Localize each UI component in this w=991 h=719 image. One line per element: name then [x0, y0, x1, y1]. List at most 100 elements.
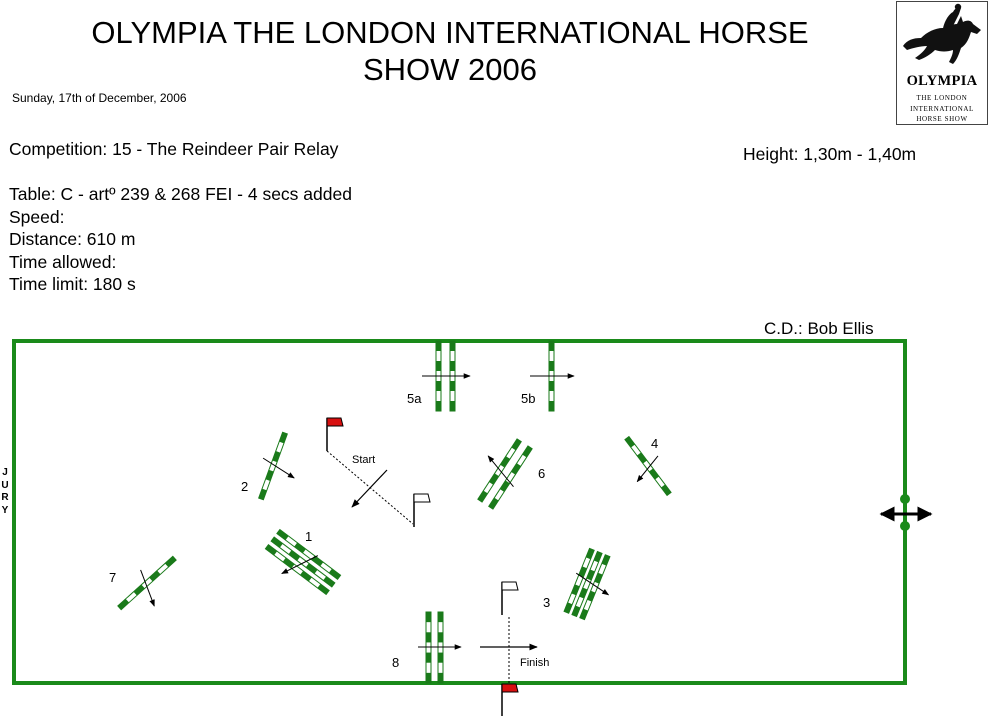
pole-stripe: [488, 497, 499, 510]
pole-stripe: [436, 361, 441, 371]
obstacle-1: [264, 528, 342, 596]
obstacle-number: 8: [392, 655, 399, 670]
pole-stripe: [294, 542, 306, 554]
obstacle-pole: [258, 431, 288, 501]
pole-stripe: [579, 608, 589, 620]
pole-stripe: [426, 672, 431, 683]
pole-stripe: [164, 556, 177, 568]
jump-direction-arrow: [140, 569, 155, 607]
gate-post: [900, 521, 910, 531]
obstacle-5b: 5b: [521, 340, 575, 412]
pole-stripe: [594, 572, 603, 584]
pole-stripe: [426, 652, 431, 663]
gate-post: [900, 494, 910, 504]
pole-stripe: [593, 551, 603, 563]
time-allowed-info: Time allowed:: [9, 252, 117, 272]
obstacle-number: 6: [538, 466, 545, 481]
pole-stripe: [549, 341, 554, 351]
pole-stripe: [489, 473, 499, 485]
jump-direction-arrow: [575, 572, 610, 596]
obstacle-number: 5a: [407, 391, 422, 406]
pole-stripe: [636, 452, 647, 464]
jump-direction-arrow: [636, 455, 659, 483]
obstacle-8: 8: [392, 611, 462, 684]
title-line-2: SHOW 2006: [362, 52, 537, 87]
pole-stripe: [323, 576, 335, 587]
obstacle-number: 3: [543, 595, 550, 610]
pole-stripe: [585, 548, 595, 560]
pole-stripe: [564, 602, 573, 614]
pole-stripe: [587, 590, 596, 602]
pole-stripe: [426, 612, 431, 623]
pole-stripe: [282, 557, 295, 569]
red-flag-icon: [326, 417, 344, 427]
finish-line: Finish: [480, 581, 549, 716]
pole-stripe: [438, 672, 443, 683]
arena-boundary: [12, 339, 907, 685]
jury-letter: Y: [1, 504, 9, 516]
start-line: Start: [326, 417, 431, 527]
logo-subtitle-3: HORSE SHOW: [916, 115, 968, 123]
pole-stripe: [438, 652, 443, 663]
pole-stripe: [305, 563, 318, 574]
page-title: OLYMPIA THE LONDON INTERNATIONAL HORSE S…: [40, 14, 860, 88]
pole-stripe: [549, 381, 554, 391]
pole-stripe: [271, 537, 283, 548]
pole-stripe: [477, 490, 488, 503]
white-flag-icon: [413, 493, 431, 503]
pole-stripe: [276, 529, 289, 541]
obstacle-3: [563, 547, 611, 621]
pole-stripe: [133, 584, 145, 596]
jury-label: J U R Y: [0, 467, 10, 517]
obstacle-pole: [624, 435, 672, 497]
exit-gate: [879, 494, 933, 531]
time-limit-info: Time limit: 180 s: [9, 274, 136, 294]
jump-direction-arrow: [281, 555, 319, 574]
jury-letter: R: [1, 492, 9, 503]
height-info: Height: 1,30m - 1,40m: [743, 144, 917, 164]
pole-stripe: [438, 612, 443, 623]
pole-stripe: [624, 436, 635, 448]
competition-name: Competition: 15 - The Reindeer Pair Rela…: [9, 139, 339, 159]
jump-direction-arrow: [487, 455, 514, 487]
obstacle-number: 7: [109, 570, 116, 585]
pole-stripe: [586, 569, 595, 581]
pole-stripe: [450, 401, 455, 411]
jury-letter: J: [2, 467, 8, 478]
red-flag-icon: [501, 683, 519, 693]
pole-stripe: [511, 463, 521, 475]
obstacle-number: 5b: [521, 391, 535, 406]
pole-stripe: [149, 570, 161, 582]
white-flag-icon: [501, 581, 519, 591]
pole-stripe: [601, 554, 610, 566]
pole-stripe: [436, 381, 441, 391]
start-label: Start: [352, 454, 375, 466]
obstacle-number: 1: [305, 529, 312, 544]
event-date: Sunday, 17th of December, 2006: [12, 91, 187, 105]
obstacle-number: 2: [241, 479, 248, 494]
speed-info: Speed:: [9, 207, 65, 227]
pole-stripe: [426, 632, 431, 643]
pole-stripe: [649, 468, 660, 480]
pole-stripe: [549, 401, 554, 411]
logo-subtitle-1: THE LONDON: [916, 94, 968, 102]
logo-wordmark: OLYMPIA: [906, 73, 978, 89]
pole-stripe: [549, 361, 554, 371]
logo-subtitle-2: INTERNATIONAL: [910, 105, 974, 113]
pole-stripe: [500, 456, 511, 468]
finish-label: Finish: [520, 657, 549, 669]
pole-stripe: [258, 488, 267, 500]
pole-stripe: [265, 544, 278, 556]
pole-stripe: [265, 469, 274, 481]
pole-stripe: [571, 584, 580, 596]
obstacle-number: 4: [651, 436, 658, 451]
jump-direction-arrow: [262, 457, 295, 479]
pole-stripe: [499, 480, 510, 492]
course-designer: C.D.: Bob Ellis: [764, 319, 874, 338]
pole-stripe: [300, 570, 312, 582]
pole-stripe: [578, 566, 587, 578]
obstacle-7: [117, 555, 177, 611]
pole-stripe: [450, 381, 455, 391]
pole-stripe: [579, 587, 588, 599]
